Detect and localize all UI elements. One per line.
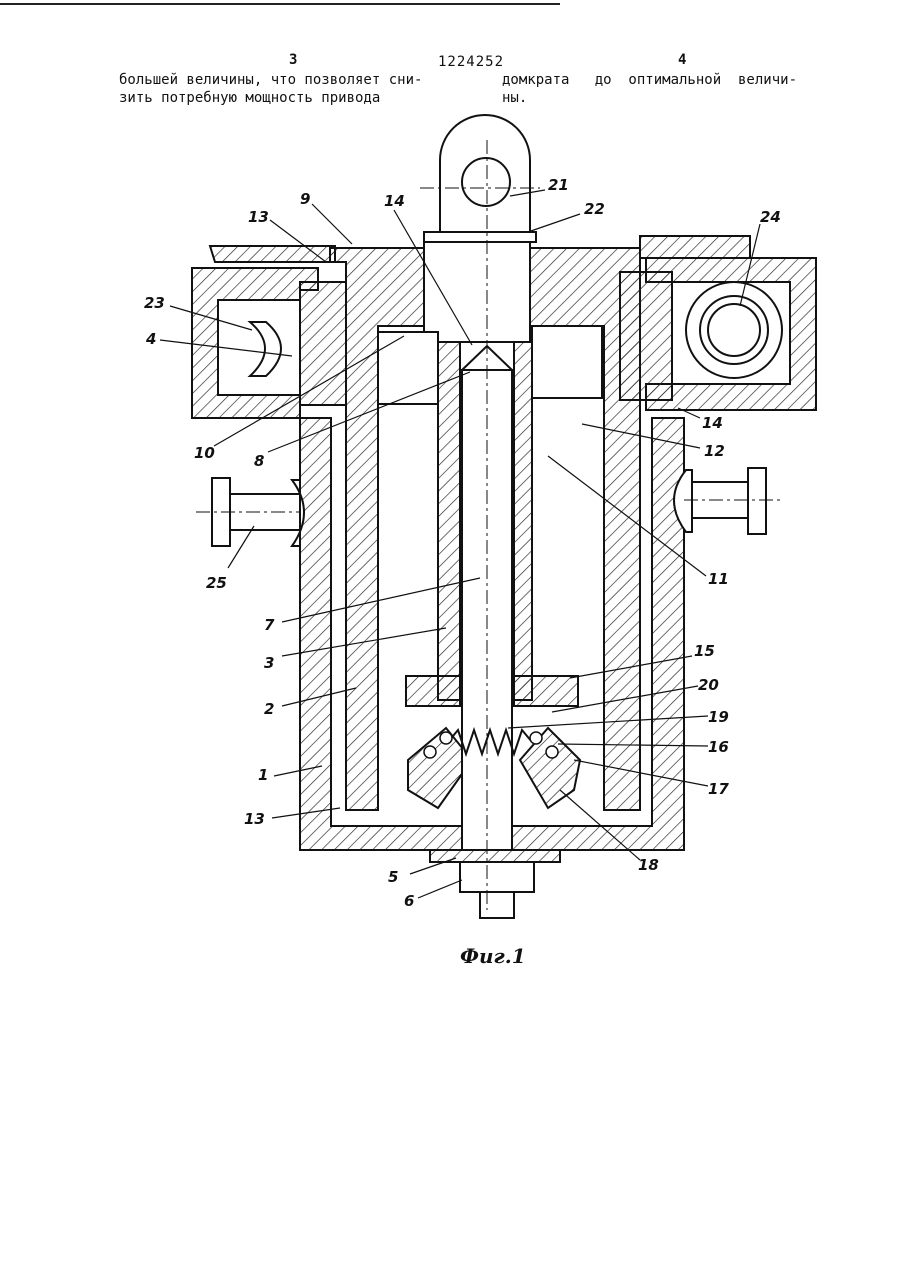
pawl-left bbox=[407, 726, 474, 810]
left-column-line-1: большей величины, что позволяет сни- bbox=[119, 72, 423, 88]
pin-left bbox=[439, 731, 453, 745]
handle-right-cup bbox=[673, 469, 693, 533]
hollow-screw-right bbox=[513, 341, 533, 701]
label-24: 24 bbox=[760, 208, 781, 226]
label-7: 7 bbox=[264, 616, 275, 634]
label-3: 3 bbox=[264, 654, 274, 672]
label-14-right: 14 bbox=[702, 414, 723, 432]
central-upper-body bbox=[423, 239, 531, 343]
left-ring-4 bbox=[299, 281, 347, 406]
worm-gear-core bbox=[707, 303, 761, 357]
guide-block-right bbox=[531, 325, 603, 399]
label-21: 21 bbox=[548, 176, 569, 194]
label-12: 12 bbox=[704, 442, 725, 460]
left-column-line-2: зить потребную мощность привода bbox=[119, 90, 381, 106]
pin-right bbox=[529, 731, 543, 745]
pivot-16-right bbox=[545, 745, 559, 759]
label-9: 9 bbox=[300, 190, 310, 208]
label-8: 8 bbox=[254, 452, 264, 470]
lower-block-15 bbox=[405, 675, 461, 707]
handle-right-end bbox=[747, 467, 767, 535]
label-1: 1 bbox=[258, 766, 268, 784]
outer-housing bbox=[299, 417, 685, 851]
base-plate-5 bbox=[429, 849, 561, 863]
label-22: 22 bbox=[584, 200, 605, 218]
label-19: 19 bbox=[708, 708, 729, 726]
top-rule bbox=[0, 3, 560, 5]
handle-left-cup bbox=[290, 479, 305, 547]
label-11: 11 bbox=[708, 570, 729, 588]
label-4: 4 bbox=[145, 330, 156, 348]
label-20: 20 bbox=[698, 676, 719, 694]
lower-block-15-right bbox=[513, 675, 579, 707]
pawl-right bbox=[518, 726, 582, 810]
label-23: 23 bbox=[144, 294, 165, 312]
spring-19 bbox=[447, 726, 533, 758]
label-6: 6 bbox=[404, 892, 414, 910]
label-10: 10 bbox=[194, 444, 215, 462]
eye-hole bbox=[461, 157, 511, 207]
label-2: 2 bbox=[264, 700, 274, 718]
label-13-bottom: 13 bbox=[244, 810, 265, 828]
label-25: 25 bbox=[206, 574, 227, 592]
label-15: 15 bbox=[694, 642, 715, 660]
hollow-screw-left bbox=[437, 341, 461, 701]
bolt-end bbox=[479, 891, 515, 919]
bearing-23 bbox=[247, 321, 282, 377]
top-cap-right bbox=[639, 235, 751, 259]
guide-block-left bbox=[377, 331, 439, 405]
right-ring bbox=[619, 271, 673, 401]
label-16: 16 bbox=[708, 738, 729, 756]
inner-cylinder bbox=[329, 247, 641, 811]
figure-caption: Фиг.1 bbox=[460, 944, 526, 968]
label-13-top: 13 bbox=[248, 208, 269, 226]
right-column-line-1: домкрата до оптимальной величи- bbox=[502, 72, 798, 88]
pivot-16-left bbox=[423, 745, 437, 759]
collar-22 bbox=[423, 231, 537, 243]
column-number-left: 3 bbox=[289, 52, 298, 68]
label-5: 5 bbox=[388, 868, 398, 886]
label-17: 17 bbox=[708, 780, 729, 798]
label-18: 18 bbox=[638, 856, 659, 874]
right-column-line-2: ны. bbox=[502, 90, 528, 106]
column-number-right: 4 bbox=[678, 52, 687, 68]
patent-number: 1224252 bbox=[438, 54, 505, 70]
label-14-top: 14 bbox=[384, 192, 405, 210]
nut-6 bbox=[459, 861, 535, 893]
